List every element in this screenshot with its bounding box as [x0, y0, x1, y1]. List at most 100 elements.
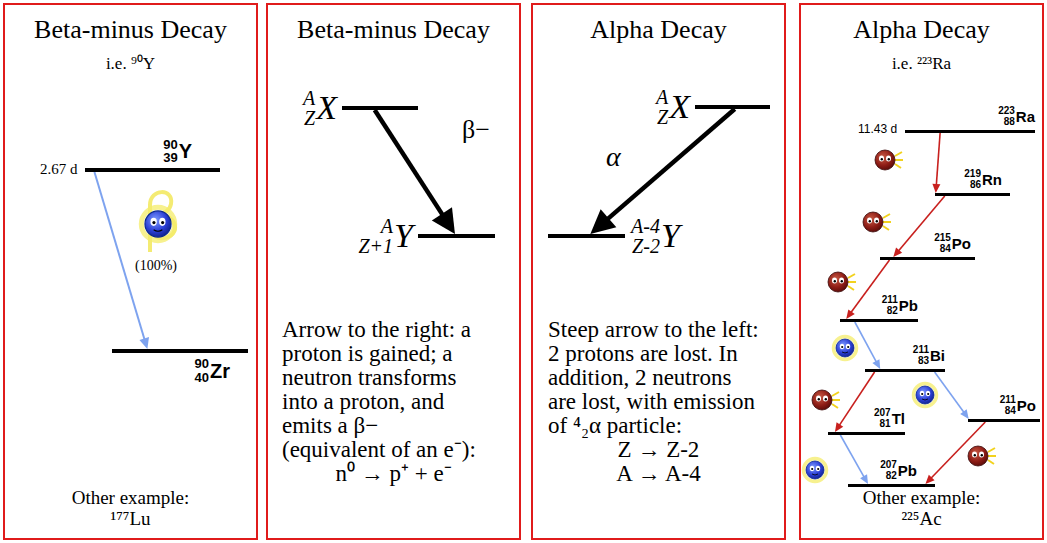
atomic-number: Z+1: [358, 236, 393, 256]
arrow-shaft: [606, 109, 735, 221]
arrow-head: [590, 209, 616, 234]
energy-level: 21183Bi: [865, 369, 945, 372]
text-holder: 11.43 d: [858, 122, 897, 136]
edge-label: β−: [462, 116, 490, 144]
half-life: 11.43 d: [858, 122, 897, 136]
beta-particle-icon: [834, 337, 857, 360]
text-holder: Other example: ²²⁵Ac: [846, 487, 997, 529]
text-holder: α: [606, 142, 621, 172]
arrow-shaft: [94, 172, 144, 340]
text-holder: i.e. ²²³Ra: [801, 53, 1042, 75]
element-symbol: Y: [179, 141, 192, 161]
arrow-head: [932, 184, 940, 193]
mass-number: 223: [998, 106, 1015, 117]
arrow-shaft: [931, 422, 986, 478]
arrow-shaft: [839, 372, 874, 426]
edge-label: α: [606, 142, 621, 172]
nuclide-label: 21986Rn: [964, 169, 1002, 190]
element-symbol: Pb: [899, 298, 918, 313]
atomic-number: 83: [918, 356, 929, 367]
half-life: 2.67 d: [40, 161, 78, 178]
atomic-number: 82: [887, 306, 898, 317]
nuclide-label: 9039Y: [163, 138, 192, 165]
energy-level: 9040Zr: [112, 349, 248, 353]
element-symbol: Zr: [210, 361, 230, 381]
alpha-particle-icon: [812, 390, 840, 410]
energy-level: 9039Y: [85, 168, 220, 172]
mass-number: A: [656, 87, 668, 107]
element-symbol: X: [669, 90, 690, 124]
decay-panel: Beta-minus Decay i.e. ⁹⁰Y Other example: ¹…: [3, 3, 258, 540]
arrow-head: [860, 474, 868, 484]
example-note: Other example: ¹⁷⁷Lu: [55, 487, 206, 529]
element-symbol: Po: [952, 236, 971, 251]
text-holder: Steep arrow to the left: 2 protons are l…: [548, 318, 761, 438]
decay-panel: Alpha Decay i.e. ²²³RaOther example: ²²⁵A…: [799, 3, 1044, 540]
nuclide-label: 21183Bi: [913, 345, 945, 366]
nuclide-label: 21182Pb: [882, 295, 918, 316]
arrow-head: [835, 422, 843, 432]
energy-level: AZX: [695, 105, 770, 109]
alpha-particle-icon: [968, 446, 996, 466]
decay-arrow: [835, 372, 875, 432]
mass-number: A: [381, 216, 393, 236]
edge-label: (100%): [135, 258, 177, 274]
panel-title: Alpha Decay: [533, 15, 784, 45]
panel-title: Beta-minus Decay: [5, 15, 256, 45]
decay-panel: Alpha DecaySteep arrow to the left: 2 pr…: [531, 3, 786, 540]
element-symbol: Tl: [892, 411, 905, 426]
decay-arrow: [855, 322, 880, 369]
atomic-number: 84: [940, 244, 951, 255]
element-symbol: Bi: [930, 348, 945, 363]
arrow-shaft: [935, 372, 965, 413]
element-symbol: X: [316, 91, 337, 125]
arrow-shaft: [375, 110, 444, 217]
nuclide-label: 21584Po: [934, 233, 971, 254]
element-symbol: Ra: [1016, 109, 1035, 124]
element-symbol: Pb: [898, 463, 917, 478]
atomic-number: 81: [880, 419, 891, 430]
arrow-head: [139, 337, 149, 349]
mass-number: 211: [913, 345, 929, 356]
nuclide-label: 22388Ra: [998, 106, 1035, 127]
example-note: i.e. ²²³Ra: [801, 53, 1042, 75]
beta-particle-icon: [804, 459, 827, 482]
beta-particle-icon: [914, 384, 937, 407]
energy-level: 21584Po: [880, 257, 975, 260]
energy-level: 22388Ra: [905, 130, 1035, 133]
example-note: i.e. ⁹⁰Y: [5, 53, 256, 75]
element-symbol: Rn: [982, 172, 1002, 187]
nuclide-label: AZX: [303, 88, 337, 128]
text-holder: Beta-minus Decay: [268, 15, 519, 45]
example-note: Other example: ²²⁵Ac: [846, 487, 997, 529]
mass-number: 211: [1000, 395, 1016, 406]
atomic-number: Z-2: [632, 236, 660, 256]
text-holder: Beta-minus Decay: [5, 15, 256, 45]
mass-number: A-4: [631, 216, 660, 236]
explanation-text: Steep arrow to the left: 2 protons are l…: [548, 318, 761, 438]
text-holder: Z → Z-2: [533, 438, 784, 462]
atomic-number: 82: [886, 471, 897, 482]
energy-level: A-4Z-2Y: [548, 234, 625, 238]
element-symbol: Y: [394, 219, 413, 253]
decay-arrow: [840, 435, 868, 484]
nuclide-label: AZ+1Y: [358, 216, 413, 256]
nuclide-label: A-4Z-2Y: [631, 216, 680, 256]
decay-arrow: [932, 133, 940, 193]
decay-panel: Beta-minus DecayArrow to the right: a pr…: [266, 3, 521, 540]
arrow-shaft: [840, 435, 864, 477]
nuclide-label: 20782Pb: [880, 460, 917, 481]
text-holder: A → A-4: [533, 462, 784, 486]
atomic-number: 86: [970, 180, 981, 191]
beta-particle-icon: [141, 207, 174, 240]
arrow-head: [925, 475, 934, 484]
formula: A → A-4: [533, 462, 784, 486]
decay-arrow: [846, 260, 889, 319]
arrow-head: [960, 409, 969, 419]
text-holder: Alpha Decay: [533, 15, 784, 45]
text-holder: i.e. ⁹⁰Y: [5, 53, 256, 75]
mass-number: 90: [195, 357, 209, 371]
energy-level: 20781Tl: [828, 432, 905, 435]
panel-title: Alpha Decay: [801, 15, 1042, 45]
text-holder: β−: [462, 116, 490, 144]
